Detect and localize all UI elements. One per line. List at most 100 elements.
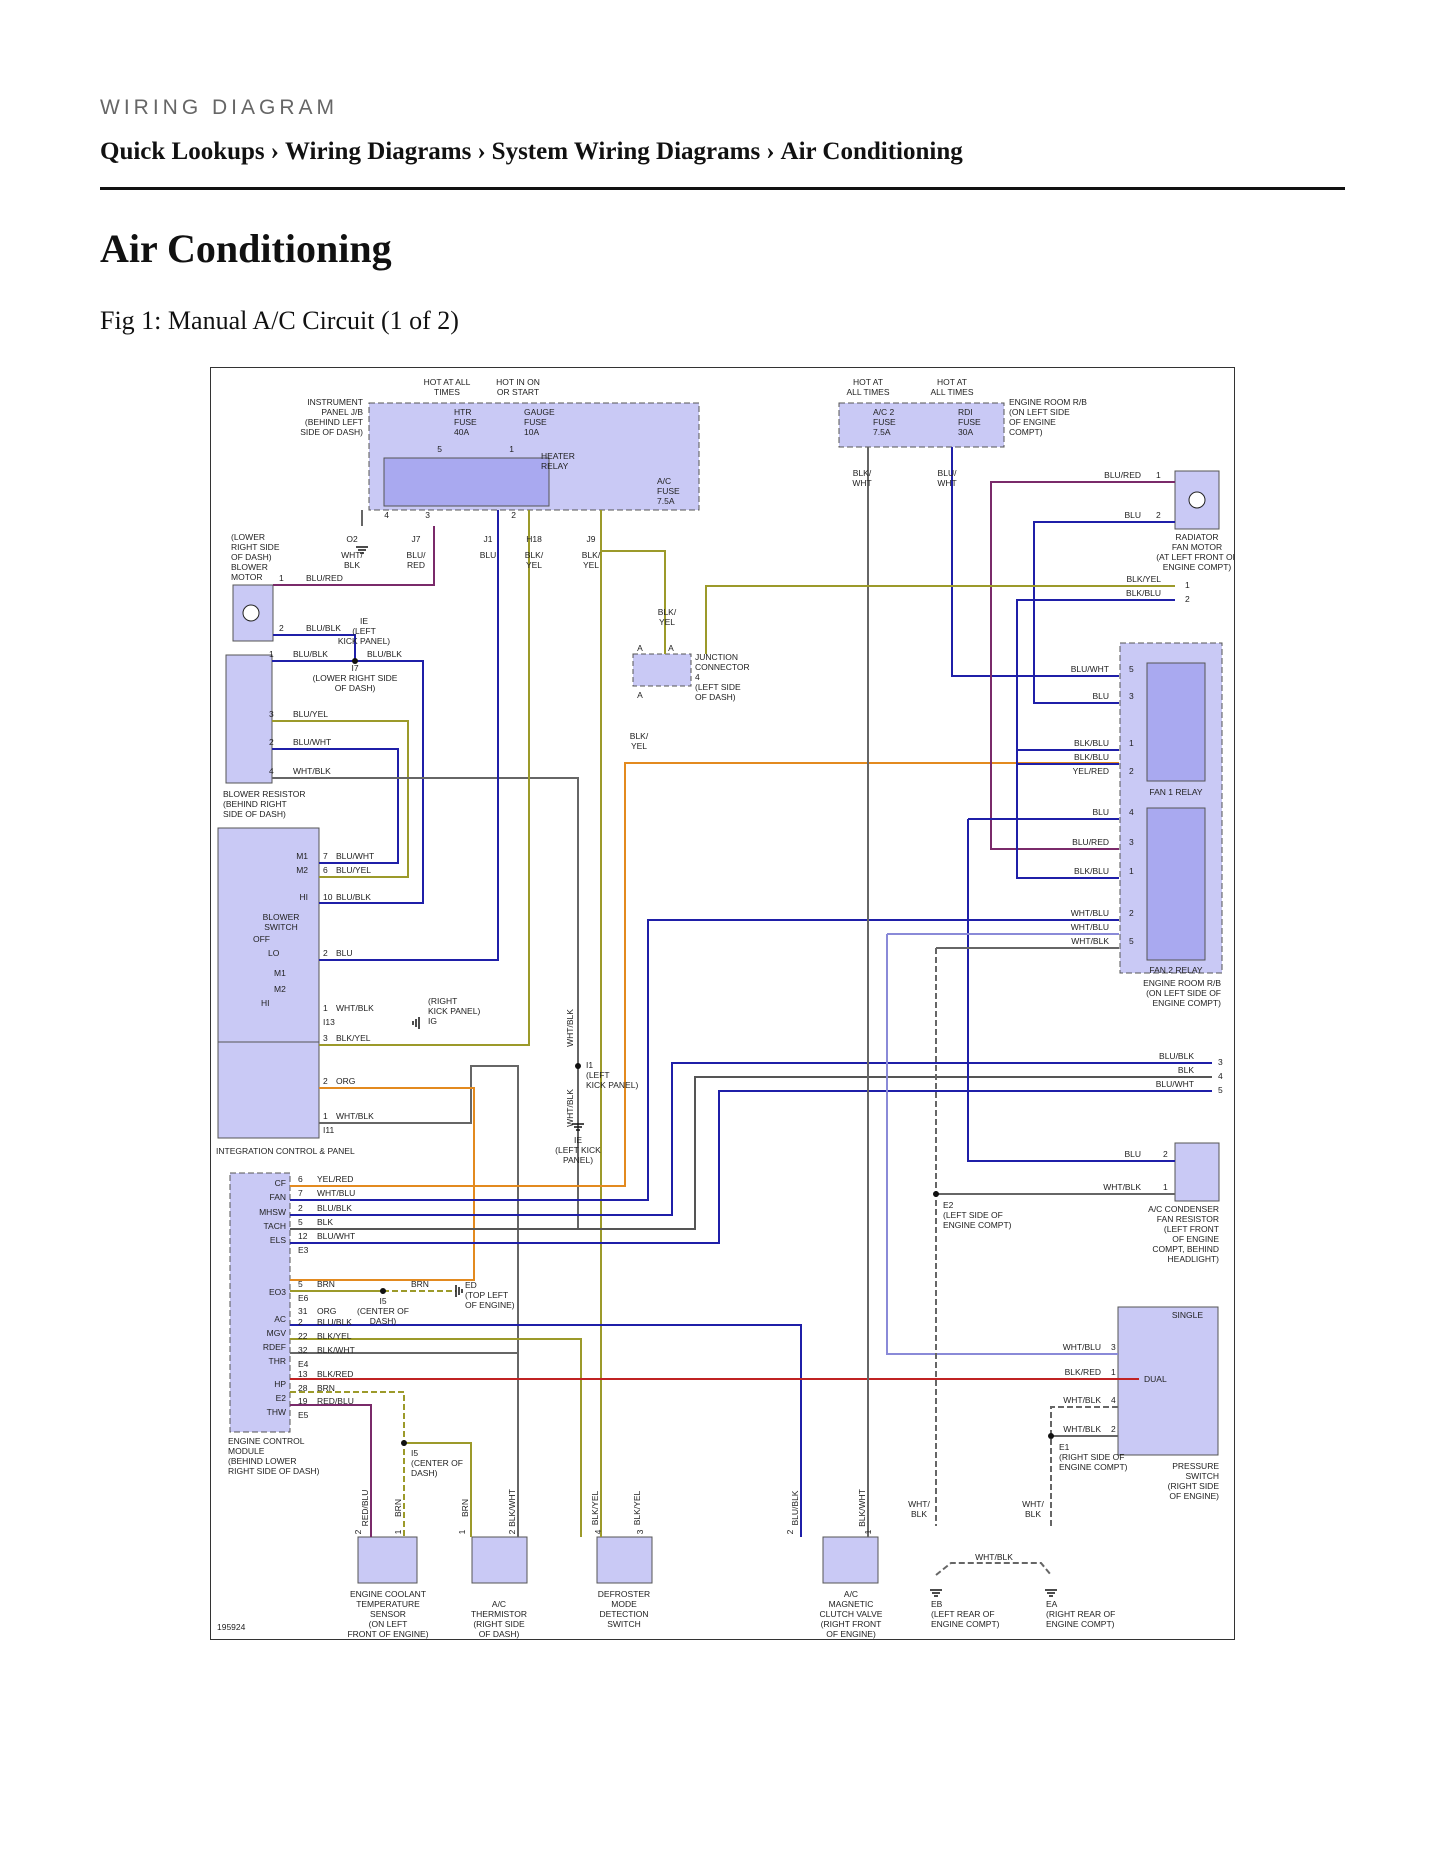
- wire-wht-blk-ground-link: [935, 1562, 1052, 1576]
- blower-resistor: [225, 654, 273, 784]
- label-wires-icp-2: ORG: [336, 1076, 355, 1086]
- label-pins-blower-motor-1: 2: [279, 623, 284, 633]
- label-wires-relay1-0: BLU/WHT: [1071, 664, 1109, 674]
- splices: [352, 658, 1054, 1446]
- wire-vertical-label: BLK/YEL: [590, 1490, 600, 1525]
- heater-relay-body: [383, 457, 550, 507]
- figure-id: 195924: [217, 1622, 246, 1632]
- wire-vertical-label: WHT/BLK: [565, 1089, 575, 1127]
- label-labels-ecm-pins-5: EO3: [269, 1287, 286, 1297]
- wire-top-label: BLU: [480, 550, 497, 560]
- label-labels-conn-e3: E3: [298, 1245, 309, 1255]
- label-pins-condenser-0: 2: [1163, 1149, 1168, 1159]
- label-labels-ecm-pins-9: THR: [269, 1356, 286, 1366]
- label-labels-blk-yel-junction: BLK/YEL: [658, 607, 677, 627]
- label-labels-switch-positions-0: OFF: [253, 934, 270, 944]
- wire-blu-red-blower: [273, 526, 435, 586]
- label-wires-i7-right: BLU/BLK: [367, 649, 402, 659]
- label-wires-ecm-bottom-4: BLK/RED: [317, 1369, 353, 1379]
- breadcrumb-air-conditioning[interactable]: Air Conditioning: [780, 138, 963, 165]
- wire-top-label: BLK/YEL: [582, 550, 601, 570]
- breadcrumb-system-wiring-diagrams[interactable]: System Wiring Diagrams: [491, 138, 761, 165]
- label-wires-switch-6: BLU/YEL: [336, 865, 371, 875]
- label-labels-conn-e6: E6: [298, 1293, 309, 1303]
- label-labels-junction-letters-0: A: [637, 643, 643, 653]
- label-wires-relay1-3: BLK/BLU: [1074, 752, 1109, 762]
- wire-blk-blu-ext: [1016, 599, 1175, 751]
- label-pins-resistor-3: 4: [269, 766, 274, 776]
- wire-blk-tach: [290, 1076, 1212, 1230]
- wire-blu-wht-rdi: [951, 447, 1119, 677]
- label-wires-mid-right-0: BLU/BLK: [1159, 1051, 1194, 1061]
- label-wires-fan-motor-2: BLU: [1124, 510, 1141, 520]
- breadcrumb-wiring-diagrams[interactable]: Wiring Diagrams: [285, 138, 472, 165]
- label-wires-eo3-left: BRN: [317, 1279, 335, 1289]
- ac-thermistor: [471, 1536, 528, 1584]
- label-wires-relay2-3: WHT/BLU: [1071, 908, 1109, 918]
- label-pins-relay2-4: 5: [1129, 936, 1134, 946]
- label-labels-conn-e5: E5: [298, 1410, 309, 1420]
- wire-vertical-label: BLK/WHT: [857, 1489, 867, 1527]
- label-labels-ecm-pins-11: E2: [276, 1393, 287, 1403]
- label-labels-fan2-relay: FAN 2 RELAY: [1149, 965, 1203, 975]
- label-wires-switch-10: BLU/BLK: [336, 892, 371, 902]
- label-labels-switch-positions-3: M2: [274, 984, 286, 994]
- wire-blu-blk-mgv: [290, 1324, 802, 1537]
- label-labels-blk-yel-junction-2: BLK/YEL: [630, 731, 649, 751]
- wire-vertical-label: BLK/WHT: [507, 1489, 517, 1527]
- label-labels-switch-pins-0: M1: [296, 851, 308, 861]
- wire-blk-blu-2: [1016, 750, 1119, 879]
- ac-condenser-fan-resistor: [1174, 1142, 1220, 1202]
- breadcrumb-separator: ›: [477, 138, 486, 165]
- label-labels-conn-i13: I13: [323, 1017, 335, 1027]
- wire-brn-i5: [404, 1442, 472, 1537]
- label-wires-condenser-1: WHT/BLK: [1103, 1182, 1141, 1192]
- label-pins-ecm-bottom-0: 31: [298, 1306, 308, 1316]
- wire-brn-e2: [290, 1391, 405, 1537]
- label-pins-fan-motor-0: 1: [1156, 470, 1161, 480]
- label-pins-fuse-top-1: 1: [509, 444, 514, 454]
- engine-room-rb-fuses: [838, 402, 1005, 448]
- label-pins-ecm-top-0: 6: [298, 1174, 303, 1184]
- wire-blu-wht-els: [290, 1090, 1212, 1244]
- wire-blu-yel-resistor: [272, 720, 409, 878]
- label-wires-switch-2: BLU: [336, 948, 353, 958]
- label-pins-switch-4: 1: [323, 1003, 328, 1013]
- label-pins-condenser-1: 1: [1163, 1182, 1168, 1192]
- integration-control-panel: [217, 1041, 320, 1139]
- label-wires-fan-ext-2: BLK/BLU: [1126, 588, 1161, 598]
- label-pins-relay1-1: 3: [1129, 691, 1134, 701]
- pressure-switch: [1117, 1306, 1219, 1456]
- label-pins-icp-1: 1: [323, 1111, 328, 1121]
- label-pins-pressure-2: 4: [1111, 1395, 1116, 1405]
- breadcrumb-quick-lookups[interactable]: Quick Lookups: [100, 138, 265, 165]
- wire-blu-wht-resistor: [272, 748, 399, 864]
- label-labels-ecm-pins-10: HP: [274, 1379, 286, 1389]
- fan2-relay: [1146, 807, 1206, 961]
- label-wires-icp-1: WHT/BLK: [336, 1111, 374, 1121]
- wire-top-label: BLK/YEL: [525, 550, 544, 570]
- blower-switch-box: [217, 827, 320, 1043]
- label-wires-fan-ext-1: BLK/YEL: [1127, 574, 1162, 584]
- figure-caption: Fig 1: Manual A/C Circuit (1 of 2): [100, 306, 459, 335]
- wire-blk-yel-rdef: [290, 1338, 582, 1537]
- label-wires-relay1-1: BLU: [1092, 691, 1109, 701]
- label-labels-ecm-pins-6: AC: [274, 1314, 286, 1324]
- label-pins-relay1-0: 5: [1129, 664, 1134, 674]
- label-labels-switch-positions-4: HI: [261, 998, 270, 1008]
